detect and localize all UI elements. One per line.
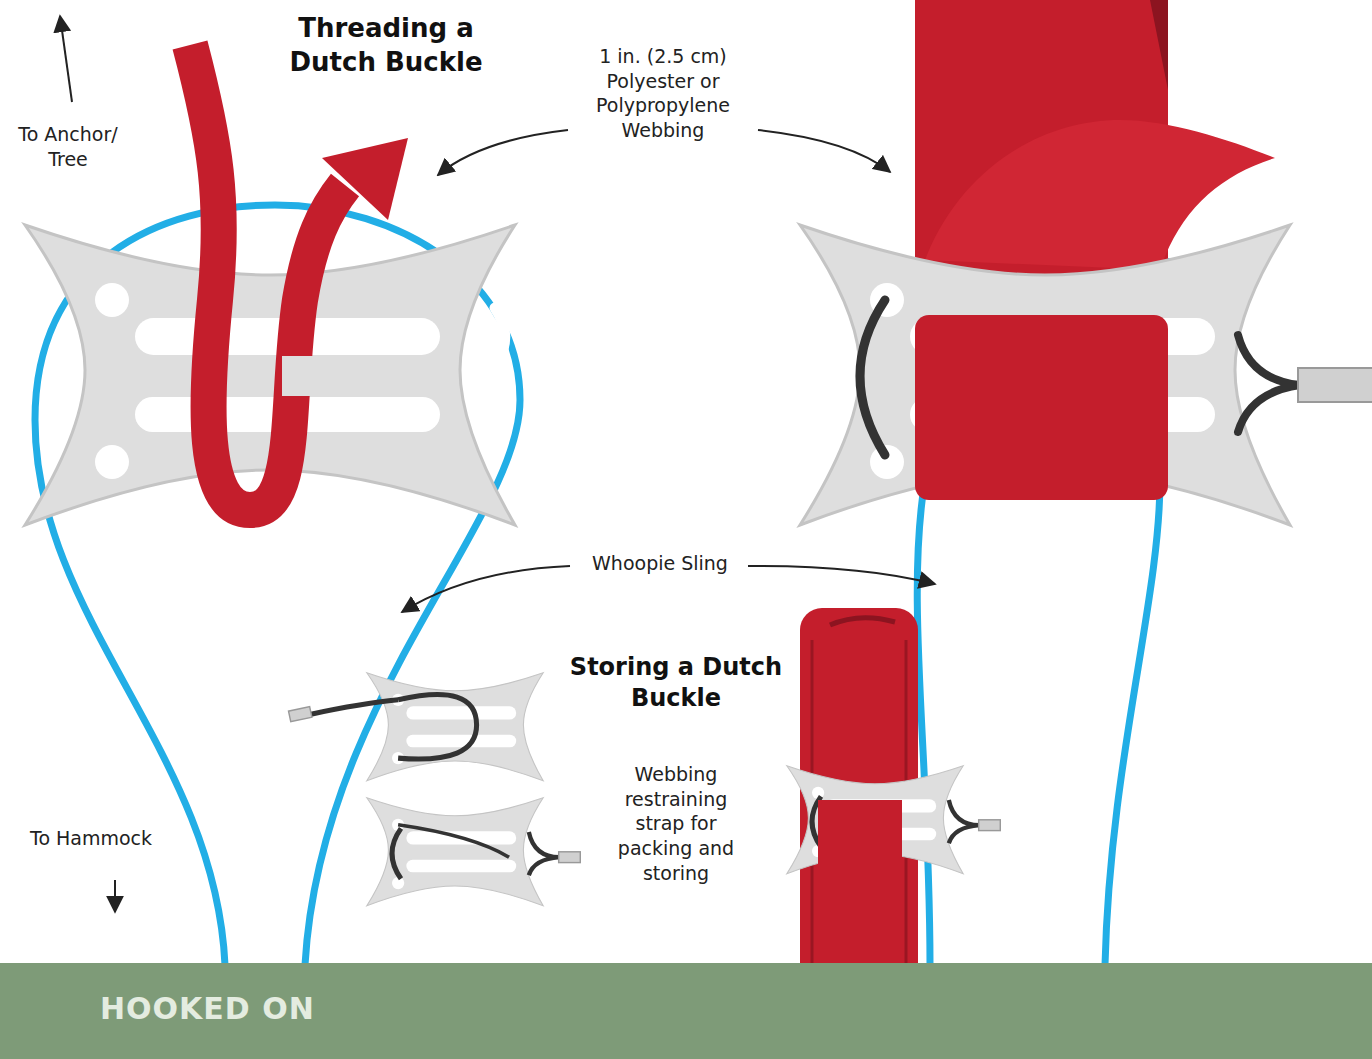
dutch-buckle [800, 225, 1290, 525]
webbing [190, 45, 408, 510]
whoopie-sling [917, 480, 1160, 965]
buckle-bar [282, 356, 322, 396]
heading: Storing a Dutch Buckle [561, 652, 791, 714]
direction-label: To Hammock [30, 826, 200, 851]
brand-text: HOOKED ON [100, 991, 315, 1026]
webbing [915, 315, 1168, 500]
pointer-arrows [60, 16, 935, 912]
dutch-buckle-small [367, 798, 580, 906]
restraining-cord [860, 300, 1372, 455]
dutch-buckle-small [289, 673, 544, 781]
footer-band: HOOKED ON [0, 963, 1372, 1059]
part-label: Whoopie Sling [588, 551, 732, 576]
webbing [818, 800, 902, 965]
heading: Threading a Dutch Buckle [266, 12, 506, 80]
note: Webbing restraining strap for packing an… [601, 762, 751, 885]
material-label: 1 in. (2.5 cm) Polyester or Polypropylen… [563, 44, 763, 143]
direction-label: To Anchor/ Tree [8, 122, 128, 171]
